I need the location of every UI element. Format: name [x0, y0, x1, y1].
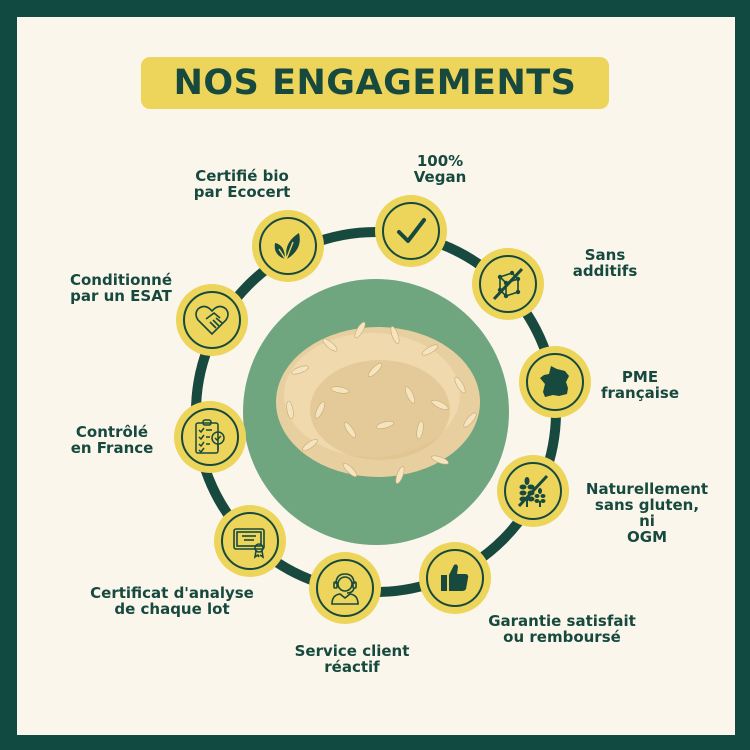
engagement-label-sans-additifs: Sans additifs	[572, 246, 638, 280]
engagement-icon-pme	[519, 346, 591, 418]
title-banner: NOS ENGAGEMENTS	[141, 57, 609, 109]
rice-grains-image	[276, 321, 480, 484]
engagement-label-garantie: Garantie satisfait ou remboursé	[488, 612, 636, 646]
engagement-icon-bio	[252, 210, 324, 282]
engagement-icon-controle	[174, 401, 246, 473]
crossed-molecule-cube-icon	[492, 267, 524, 301]
france-map-icon	[540, 366, 569, 397]
page-title: NOS ENGAGEMENTS	[173, 63, 577, 103]
engagement-icon-vegan	[375, 195, 447, 267]
engagement-icon-service	[309, 552, 381, 624]
certificate-icon	[233, 528, 265, 559]
engagement-label-esat: Conditionné par un ESAT	[69, 271, 173, 305]
engagement-label-vegan: 100% Vegan	[413, 152, 467, 186]
engagement-label-service: Service client réactif	[294, 642, 410, 676]
engagement-label-bio: Certifié bio par Ecocert	[193, 167, 291, 201]
engagement-icon-esat	[176, 284, 248, 356]
engagement-icon-gluten	[497, 455, 569, 527]
checkmark-icon	[397, 218, 426, 243]
crossed-wheat-icon	[517, 474, 549, 508]
headset-agent-icon	[331, 573, 359, 605]
leaves-icon	[274, 233, 300, 261]
heart-handshake-icon	[195, 305, 229, 336]
clipboard-checklist-icon	[195, 419, 225, 454]
engagement-icon-sans-additifs	[472, 248, 544, 320]
engagement-icon-certificat	[214, 505, 286, 577]
engagement-label-controle: Contrôlé en France	[70, 423, 154, 457]
engagement-label-pme: PME française	[601, 368, 679, 402]
engagement-icon-garantie	[419, 542, 491, 614]
engagement-label-certificat: Certificat d'analyse de chaque lot	[90, 584, 254, 618]
thumbs-up-icon	[441, 564, 469, 591]
engagement-label-gluten: Naturellement sans gluten, ni OGM	[585, 480, 709, 546]
